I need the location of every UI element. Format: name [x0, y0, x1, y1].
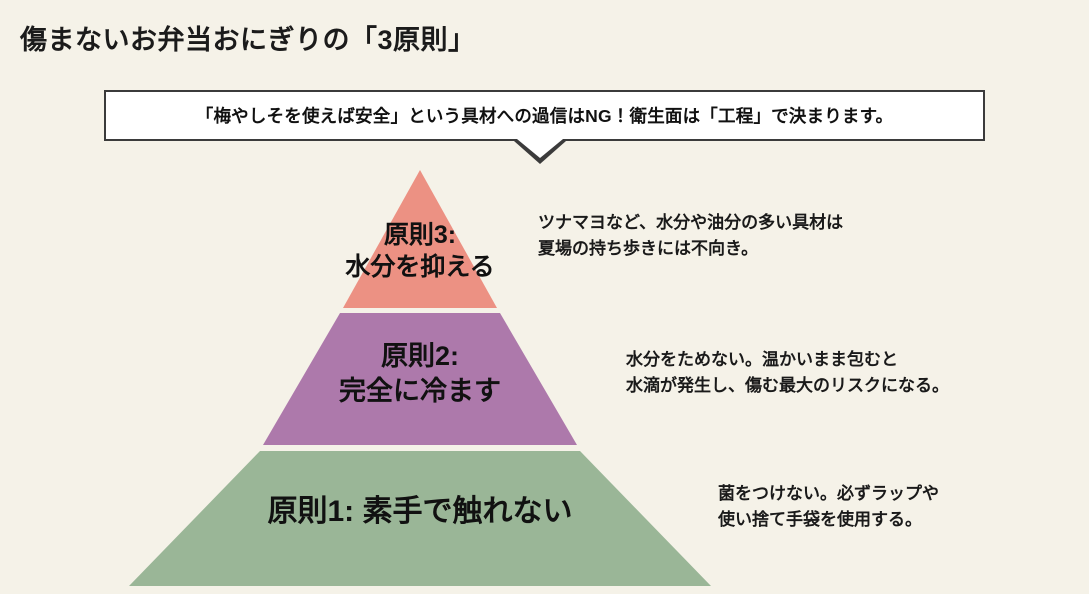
page-title: 傷まないお弁当おにぎりの「3原則」: [20, 25, 476, 55]
annotation-level-1: 菌をつけない。必ずラップや 使い捨て手袋を使用する。: [718, 484, 939, 529]
callout-pointer-fill: [517, 139, 563, 158]
pyramid-layer-top[interactable]: [343, 170, 497, 308]
callout-box: 「梅やしそを使えば安全」という具材への過信はNG！衛生面は「工程」で決まります。: [104, 90, 985, 141]
pyramid-layer-top-label: 原則3: 水分を抑える: [345, 221, 495, 281]
annotation-level-3: ツナマヨなど、水分や油分の多い具材は 夏場の持ち歩きには不向き。: [538, 213, 844, 258]
pyramid-layer-middle[interactable]: [263, 313, 577, 445]
annotation-level-2: 水分をためない。温かいまま包むと 水滴が発生し、傷む最大のリスクになる。: [626, 350, 949, 395]
pyramid-layer-middle-label: 原則2: 完全に冷ます: [339, 341, 501, 406]
pyramid-layer-bottom-label: 原則1: 素手で触れない: [267, 495, 573, 528]
callout-text: 「梅やしそを使えば安全」という具材への過信はNG！衛生面は「工程」で決まります。: [195, 106, 894, 126]
pyramid-layer-bottom[interactable]: [129, 451, 711, 586]
